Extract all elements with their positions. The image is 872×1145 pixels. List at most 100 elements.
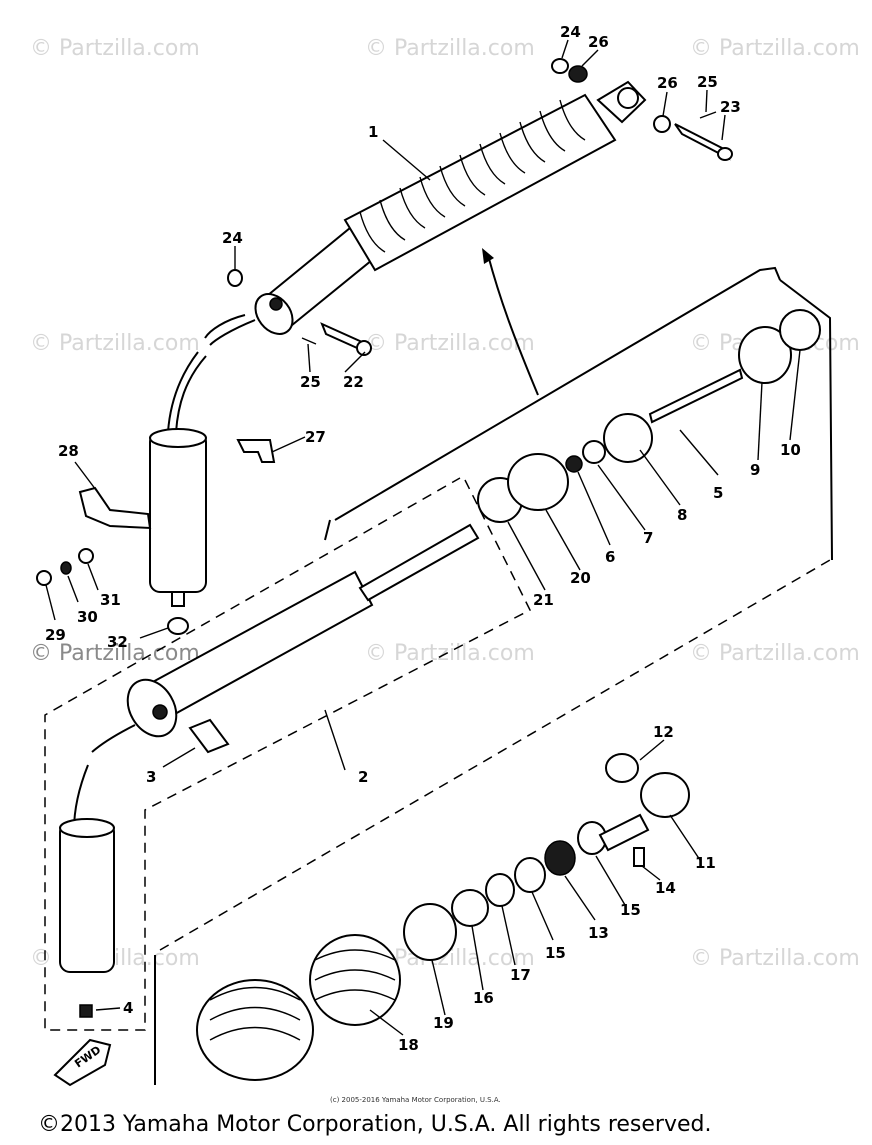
lower-mount-hardware	[36, 269, 372, 635]
spacer-16	[451, 889, 489, 927]
hose-upper	[209, 319, 256, 346]
callout-17: 17	[510, 966, 531, 984]
callout-29: 29	[45, 626, 66, 644]
callout-11: 11	[695, 854, 716, 872]
bolt-11	[598, 813, 650, 852]
callout-4: 4	[123, 999, 133, 1017]
group-bracket-top	[334, 266, 781, 521]
collar-15	[514, 857, 546, 893]
callout-2: 2	[358, 768, 368, 786]
callout-27: 27	[305, 428, 326, 446]
washer-10	[779, 309, 821, 351]
copyright: ©2013 Yamaha Motor Corporation, U.S.A. A…	[38, 1112, 711, 1137]
cotter-pin-25	[699, 111, 717, 119]
reservoir-tank-2	[59, 821, 115, 973]
watermark: © Partzilla.com	[690, 36, 860, 61]
watermark: © Partzilla.com	[365, 36, 535, 61]
watermark: © Partzilla.com	[690, 641, 860, 666]
callout-3: 3	[146, 768, 156, 786]
callout-5: 5	[713, 484, 723, 502]
callout-23: 23	[720, 98, 741, 116]
callout-28: 28	[58, 442, 79, 460]
nut-31	[78, 548, 94, 564]
group-bracket-top-end	[324, 519, 331, 541]
small-copyright: (c) 2005-2016 Yamaha Motor Corporation, …	[330, 1096, 501, 1104]
group-bracket-right	[779, 279, 833, 561]
watermark: © Partzilla.com	[690, 946, 860, 971]
shock-eye-lower	[254, 293, 294, 335]
grommet-32	[167, 617, 189, 635]
callout-12: 12	[653, 723, 674, 741]
callout-1: 1	[368, 123, 378, 141]
callout-10: 10	[780, 441, 801, 459]
hose-lower-2	[167, 351, 199, 433]
callout-13: 13	[588, 924, 609, 942]
callout-26b: 26	[657, 74, 678, 92]
callout-9: 9	[750, 461, 760, 479]
callout-18: 18	[398, 1036, 419, 1054]
callout-30: 30	[77, 608, 98, 626]
hose-lower	[175, 355, 207, 433]
leader-lines	[45, 39, 801, 1036]
reservoir-cap-2	[59, 818, 115, 838]
damper-eye	[126, 678, 178, 738]
shock-absorber-exploded: FWD	[44, 266, 833, 1087]
nut-24-top	[551, 58, 569, 74]
arrow-head	[482, 248, 494, 264]
callout-15b: 15	[620, 901, 641, 919]
washer-30	[60, 561, 72, 575]
hose-upper	[91, 724, 136, 753]
spring-1	[343, 93, 617, 272]
callout-24b: 24	[222, 229, 243, 247]
upper-eye-ring	[617, 87, 639, 109]
callout-8: 8	[677, 506, 687, 524]
pin-14	[633, 847, 645, 867]
lower-group-line	[159, 559, 831, 951]
band-28	[78, 486, 152, 530]
main-spring-outer	[196, 979, 314, 1081]
reservoir-cap	[149, 428, 207, 448]
bump-rubber-8	[603, 413, 653, 463]
callout-labels: 1 2 3 4 5 6 7 8 9 10 11 12 13 14 15 15 1…	[45, 23, 801, 1054]
spring-seat-19	[403, 903, 457, 961]
callout-19: 19	[433, 1014, 454, 1032]
spring-seat-20	[507, 453, 569, 511]
callout-22: 22	[343, 373, 364, 391]
callout-20: 20	[570, 569, 591, 587]
pointer-arrow-line	[487, 254, 539, 396]
group-boundary	[44, 477, 532, 1031]
cotter-pin-25-lower	[301, 337, 317, 345]
washer-26-top	[568, 65, 588, 83]
callout-25a: 25	[697, 73, 718, 91]
callout-31: 31	[100, 591, 121, 609]
watermark: © Partzilla.com	[365, 331, 535, 356]
callout-21: 21	[533, 591, 554, 609]
callout-6: 6	[605, 548, 615, 566]
callout-26a: 26	[588, 33, 609, 51]
spring-coils	[359, 99, 586, 253]
callout-32: 32	[107, 633, 128, 651]
shock-absorber-assembly-top	[149, 80, 647, 607]
callout-14: 14	[655, 879, 676, 897]
callout-7: 7	[643, 529, 653, 547]
eye-11	[640, 772, 690, 818]
pin-22-head	[356, 340, 372, 356]
bolt-23-head	[717, 147, 733, 161]
callout-16: 16	[473, 989, 494, 1007]
callout-24a: 24	[560, 23, 581, 41]
callout-15a: 15	[545, 944, 566, 962]
hose-upper-2	[204, 314, 246, 339]
reservoir-valve	[171, 591, 185, 607]
nut-6	[565, 455, 583, 473]
adjuster-13	[544, 840, 576, 876]
fitting-3	[188, 718, 230, 754]
damper-bushing	[152, 704, 168, 720]
washer-26-right	[653, 115, 671, 133]
fwd-arrow	[53, 1038, 112, 1087]
nut-24-left	[227, 269, 243, 287]
watermark: © Partzilla.com	[30, 331, 200, 356]
nut-17	[485, 873, 515, 907]
bolt-29	[36, 570, 52, 586]
valve-4	[79, 1004, 93, 1018]
